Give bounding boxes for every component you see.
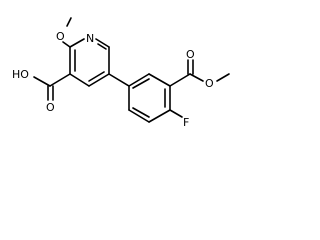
bond-ester-o-methyl (216, 73, 230, 82)
methyl-ester-group (169, 59, 230, 87)
pyridine-ring (69, 38, 110, 87)
bond-o-methyl (66, 17, 72, 27)
bond-b3-ester-carbon (169, 73, 191, 87)
methoxy-group (62, 17, 72, 48)
bond-c5-c4-inner (88, 71, 105, 82)
structure-canvas: N O HO O O O F (0, 0, 247, 144)
bond-biaryl (108, 73, 130, 87)
bond-b4-f (169, 109, 183, 118)
bond-c3-acid-carbon (49, 73, 71, 87)
bond-b5-b6 (128, 109, 150, 123)
bond-acid-c-oh (33, 76, 51, 87)
atom-label-methoxy-o: O (56, 30, 65, 43)
bond-c2-n1 (69, 38, 85, 48)
atom-label-acid-carbonyl-o: O (46, 101, 55, 114)
atom-label-ester-carbonyl-o: O (186, 48, 195, 61)
carboxylic-acid-group (33, 73, 71, 101)
atom-label-n: N (86, 32, 94, 45)
atom-label-acid-oh: HO (12, 68, 29, 81)
bond-c4-c3 (69, 73, 90, 87)
bond-b2-b3 (148, 73, 171, 87)
bond-ester-c-o (189, 73, 204, 82)
bond-n1-c6-inner (97, 43, 107, 50)
bond-b5-b6-inner (132, 107, 150, 118)
molecule-structure: N O HO O O O F (12, 17, 230, 129)
bond-b1-b2-inner (132, 78, 150, 89)
bond-c5-c4 (88, 73, 110, 87)
benzene-ring (128, 73, 171, 123)
atom-label-fluorine: F (183, 116, 189, 129)
bond-b1-b2 (128, 73, 150, 87)
bond-b4-b5 (148, 109, 171, 123)
bond-c2-o (62, 41, 71, 48)
bond-n1-c6 (95, 38, 110, 48)
atom-label-ester-o: O (205, 77, 214, 90)
